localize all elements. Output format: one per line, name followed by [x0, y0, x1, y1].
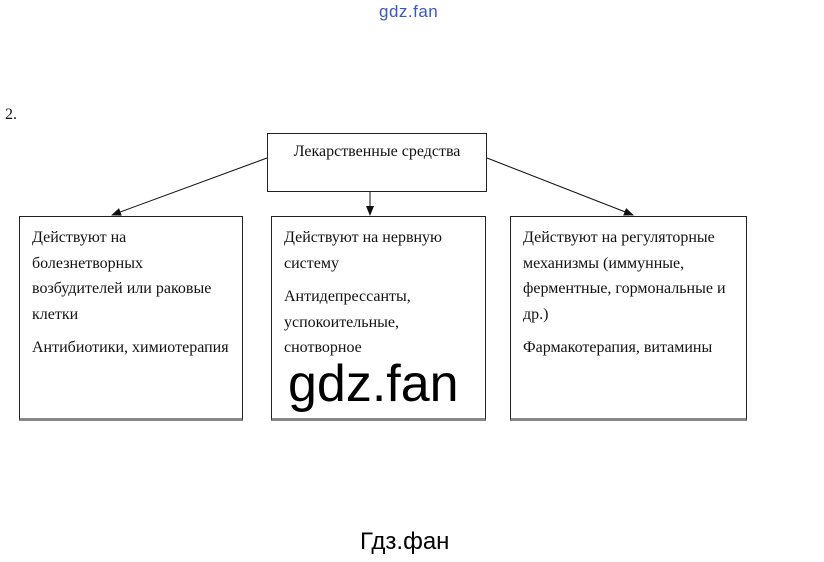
arrow-left	[111, 157, 268, 216]
branch-examples: Антибиотики, химиотерапия	[32, 339, 229, 356]
branch-effect: Действуют на болезнетворных возбудителей…	[32, 229, 212, 323]
branch-examples: Фармакотерапия, витамины	[523, 339, 713, 356]
branch-node-pathogens: Действуют на болезнетворных возбудителей…	[19, 216, 243, 421]
branch-effect: Действуют на регуляторные механизмы (имм…	[523, 229, 726, 323]
watermark-top: gdz.fan	[379, 2, 439, 21]
root-node: Лекарственные средства	[267, 133, 487, 192]
item-number: 2.	[5, 106, 17, 123]
arrow-right	[486, 157, 634, 216]
watermark-bottom: Гдз.фан	[360, 528, 450, 555]
watermark-center: gdz.fan	[288, 355, 459, 413]
branch-node-regulatory: Действуют на регуляторные механизмы (имм…	[510, 216, 747, 421]
branch-effect: Действуют на нервную систему	[284, 229, 443, 272]
branch-examples: Антидепрессанты, успокоительные, снотвор…	[284, 288, 411, 356]
branch-node-nervous-system: Действуют на нервную систему Антидепресс…	[271, 216, 486, 421]
